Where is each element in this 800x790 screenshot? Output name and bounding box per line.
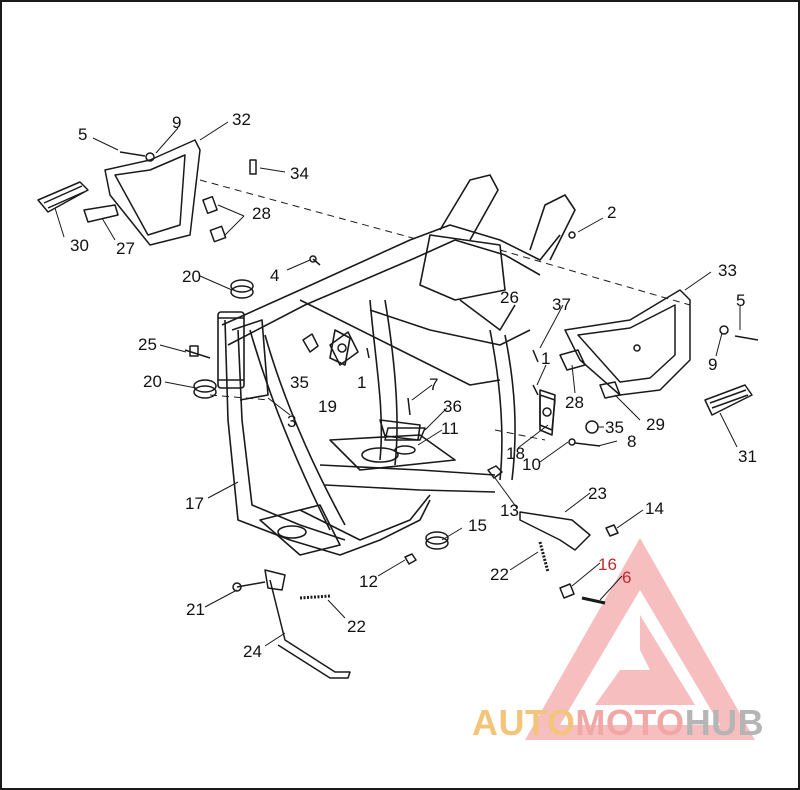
callout-label: 5: [736, 291, 745, 310]
callout-label: 30: [70, 236, 89, 255]
callout-label: 33: [718, 261, 737, 280]
alignment-lines: [199, 179, 691, 441]
callout-label: 34: [290, 164, 309, 183]
callout-label: 23: [588, 484, 607, 503]
callout-label: 12: [359, 572, 378, 591]
callout-label: 37: [552, 295, 571, 314]
watermark-logo: [525, 538, 755, 740]
callout-label: 28: [252, 204, 271, 223]
watermark-part-auto: AUTO: [472, 702, 576, 743]
watermark-part-hub: HUB: [684, 702, 765, 743]
callout-label: 25: [138, 335, 157, 354]
callout-labels: 5 9 32 34 28 30 27 2 33 5 9 4 20 26 25 2…: [70, 110, 757, 661]
motorcycle-frame: [217, 174, 576, 556]
callout-label: 2: [607, 203, 616, 222]
callout-label: 19: [318, 397, 337, 416]
callout-label: 22: [490, 565, 509, 584]
callout-label: 35: [605, 418, 624, 437]
callout-label: 13: [500, 501, 519, 520]
callout-label: 1: [541, 349, 550, 368]
callout-label: 20: [182, 267, 201, 286]
callout-label: 14: [645, 499, 664, 518]
callout-label: 3: [287, 412, 296, 431]
callout-label: 18: [506, 444, 525, 463]
callout-label: 31: [738, 447, 757, 466]
callout-label: 20: [143, 372, 162, 391]
callout-label: 32: [232, 110, 251, 129]
callout-label: 6: [622, 568, 631, 587]
callout-label: 8: [627, 432, 636, 451]
side-covers-and-parts: [37, 139, 759, 679]
callout-label: 15: [468, 516, 487, 535]
callout-label: 7: [429, 375, 438, 394]
callout-label: 11: [441, 419, 459, 438]
callout-label: 21: [186, 600, 205, 619]
callout-label: 27: [116, 239, 135, 258]
callout-label: 9: [172, 113, 181, 132]
callout-label: 36: [443, 397, 462, 416]
callout-label: 24: [243, 642, 262, 661]
callout-label: 22: [347, 617, 366, 636]
callout-label: 35: [290, 373, 309, 392]
callout-label: 4: [270, 266, 279, 285]
callout-label: 16: [598, 555, 617, 574]
watermark-text: AUTOMOTOHUB: [472, 702, 764, 744]
callout-label: 5: [78, 125, 87, 144]
leader-lines: [54, 121, 741, 647]
callout-label: 26: [500, 288, 519, 307]
callout-label: 1: [357, 373, 366, 392]
callout-label: 9: [708, 355, 717, 374]
callout-label: 10: [522, 455, 541, 474]
callout-label: 17: [185, 494, 204, 513]
watermark-part-moto: MOTO: [575, 702, 685, 743]
callout-label: 28: [565, 393, 584, 412]
callout-label: 29: [646, 415, 665, 434]
